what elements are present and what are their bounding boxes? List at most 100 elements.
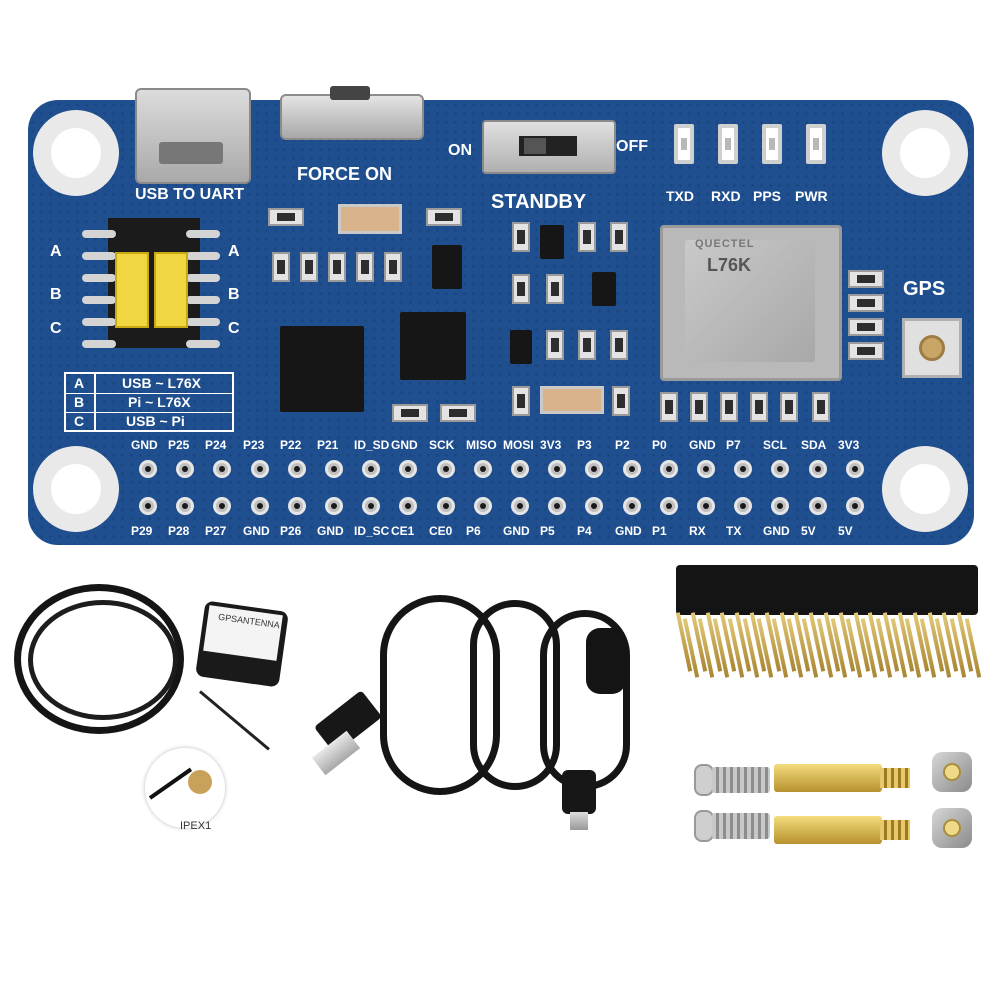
gpio-pin [139, 497, 157, 515]
led-pwr [806, 124, 826, 164]
pin-label-top: MISO [466, 438, 497, 452]
antenna-cable-coil [14, 584, 184, 734]
pin-label-bottom: P5 [540, 524, 555, 538]
gpio-pin [325, 460, 343, 478]
mode-table: A USB ~ L76X B Pi ~ L76X C USB ~ Pi [64, 372, 234, 432]
screw-2 [712, 813, 770, 839]
standoff-1 [774, 764, 882, 792]
gpio-pin [623, 460, 641, 478]
pin-label-bottom: RX [689, 524, 706, 538]
ipex-antenna-connector [902, 318, 962, 378]
gpio-pin [734, 460, 752, 478]
gpio-pin [697, 497, 715, 515]
transistor-2 [592, 272, 616, 306]
led-rxd [718, 124, 738, 164]
gpio-pin [548, 497, 566, 515]
module-brand: QUECTEL [695, 238, 755, 250]
mode-value-a: USB ~ L76X [122, 375, 201, 391]
standby-switch [482, 120, 616, 174]
usb-to-uart-label: USB TO UART [135, 186, 245, 203]
gpio-pin [771, 497, 789, 515]
ipex-cable [199, 690, 270, 751]
module-name: L76K [707, 255, 752, 275]
jumper-right-a: A [228, 243, 240, 260]
pin-label-top: GND [391, 438, 418, 452]
pin-label-top: P24 [205, 438, 227, 452]
gps-label: GPS [903, 278, 946, 300]
pin-label-bottom: 5V [838, 524, 853, 538]
gpio-pin [288, 460, 306, 478]
jumper-left-c: C [50, 320, 62, 337]
gpio-pin [660, 460, 678, 478]
gpio-pin [251, 497, 269, 515]
nut-1 [932, 752, 972, 792]
gpio-pin [399, 497, 417, 515]
gpio-pin [176, 460, 194, 478]
pin-label-top: P25 [168, 438, 190, 452]
gpio-pin [809, 460, 827, 478]
pin-label-bottom: P29 [131, 524, 153, 538]
screw-1 [712, 767, 770, 793]
standoff-2 [774, 816, 882, 844]
standoff-thread-1 [880, 768, 910, 788]
small-chip [432, 245, 462, 289]
pin-label-top: P22 [280, 438, 302, 452]
mode-key-b: B [74, 394, 85, 410]
pin-label-bottom: GND [243, 524, 270, 538]
pin-label-top: P3 [577, 438, 592, 452]
gpio-pin [251, 460, 269, 478]
led-pps [762, 124, 782, 164]
gpio-pin [437, 497, 455, 515]
ferrite-bead [586, 628, 626, 694]
pin-label-bottom: CE0 [429, 524, 453, 538]
pin-label-top: ID_SD [354, 438, 390, 452]
gpio-pin [623, 497, 641, 515]
gpio-pin [474, 460, 492, 478]
capacitor-1 [338, 204, 402, 234]
gpio-pin [139, 460, 157, 478]
pin-label-top: P7 [726, 438, 741, 452]
pin-label-bottom: P27 [205, 524, 227, 538]
pin-label-bottom: 5V [801, 524, 816, 538]
nut-2 [932, 808, 972, 848]
gpio-pin [511, 460, 529, 478]
mode-value-c: USB ~ Pi [126, 413, 185, 429]
jumper-left-a: A [50, 243, 62, 260]
gpio-pin [734, 497, 752, 515]
jumper-right-c: C [228, 320, 240, 337]
gpio-pin [213, 497, 231, 515]
qfn-chip [280, 326, 364, 412]
ipex-plug [188, 770, 212, 794]
mounting-hole-bottom-left [33, 446, 119, 532]
antenna-cable-coil-inner [28, 600, 178, 720]
force-on-label: FORCE ON [297, 164, 393, 184]
gpio-pin [585, 460, 603, 478]
mode-key-c: C [74, 413, 85, 429]
mode-key-a: A [74, 375, 85, 391]
gpio-pin [771, 460, 789, 478]
pin-label-top: GND [131, 438, 158, 452]
pin-label-bottom: TX [726, 524, 742, 538]
pin-label-top: SDA [801, 438, 827, 452]
pin-label-bottom: P6 [466, 524, 481, 538]
gpio-pin [474, 497, 492, 515]
female-header [676, 565, 978, 615]
pin-label-top: 3V3 [838, 438, 860, 452]
led-label-rxd: RXD [711, 188, 741, 204]
pin-label-bottom: P4 [577, 524, 592, 538]
gpio-pin [437, 460, 455, 478]
soic-chip [400, 312, 466, 380]
switch-on-label: ON [448, 142, 472, 159]
gpio-pin [697, 460, 715, 478]
gpio-pin [362, 460, 380, 478]
standoff-thread-2 [880, 820, 910, 840]
standby-label: STANDBY [491, 191, 587, 213]
gpio-pin [399, 460, 417, 478]
pin-label-bottom: P26 [280, 524, 302, 538]
transistor-1 [540, 225, 564, 259]
ipex-detail-circle [145, 748, 225, 828]
pin-label-bottom: P1 [652, 524, 667, 538]
gpio-pin [288, 497, 306, 515]
jumper-right-b: B [228, 286, 240, 303]
pin-label-bottom: CE1 [391, 524, 415, 538]
